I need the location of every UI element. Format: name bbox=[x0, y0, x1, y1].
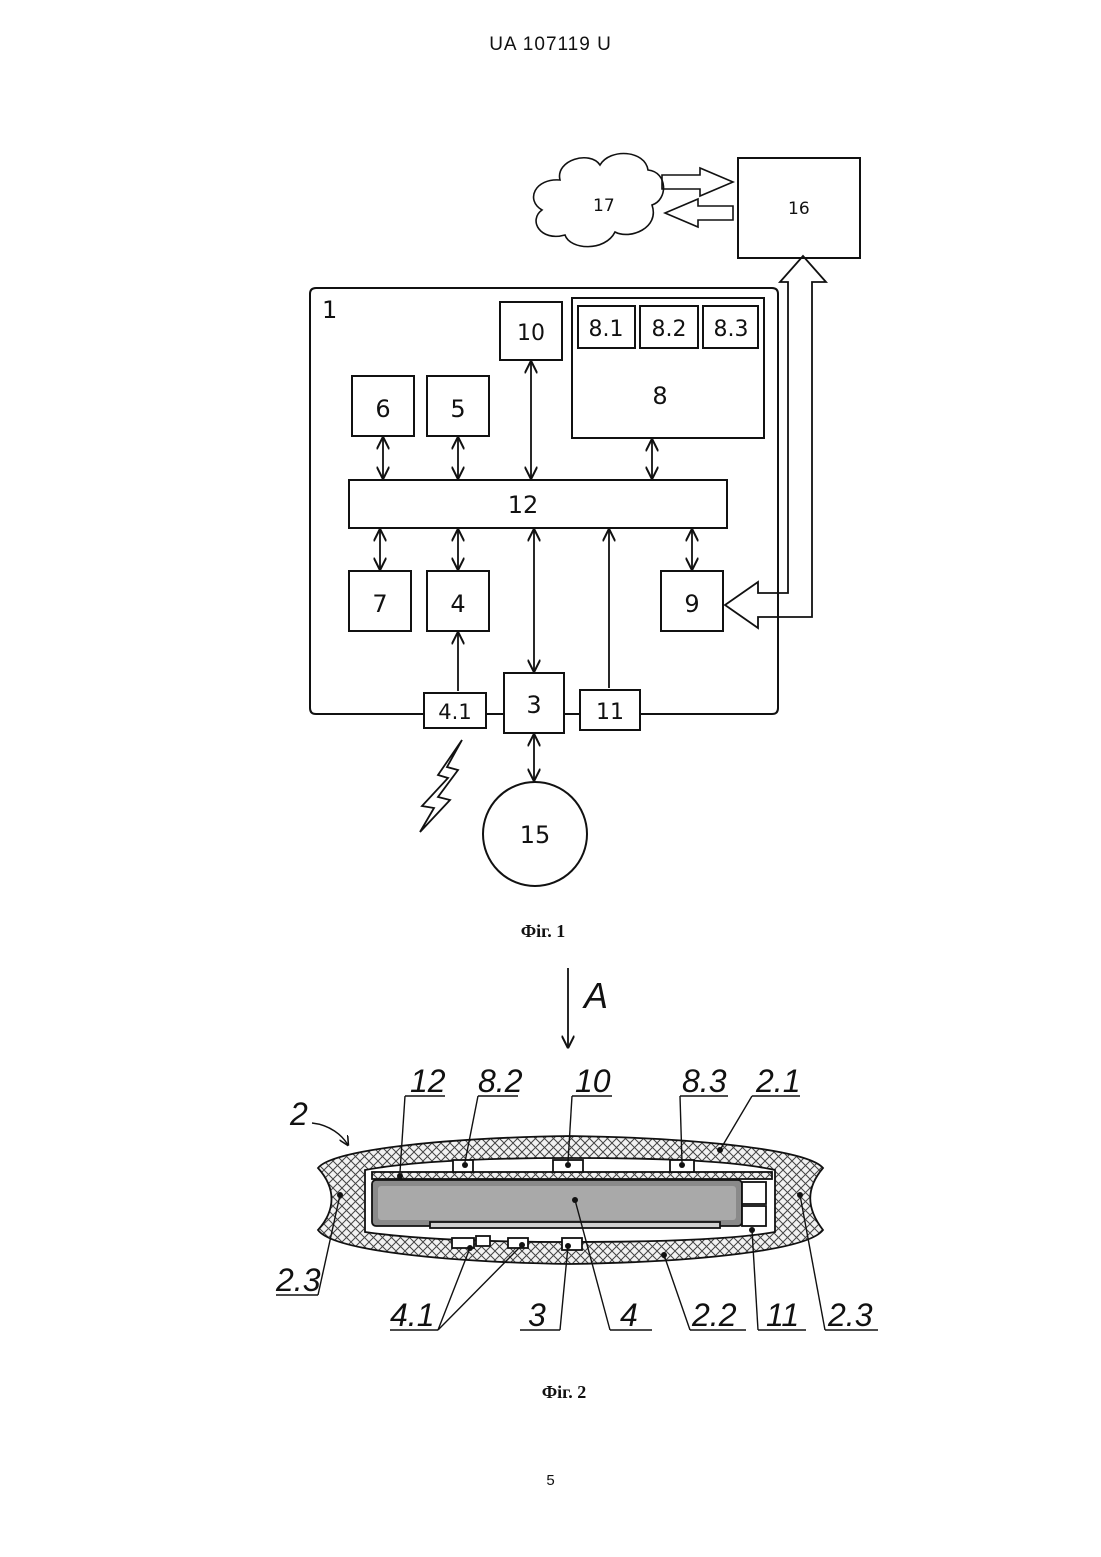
svg-text:11: 11 bbox=[596, 700, 624, 725]
label-3: 3 bbox=[528, 1297, 546, 1333]
svg-text:9: 9 bbox=[684, 590, 699, 618]
figure-2: A bbox=[276, 968, 878, 1330]
svg-text:10: 10 bbox=[517, 321, 545, 346]
lightning-icon bbox=[420, 740, 462, 832]
svg-text:4.1: 4.1 bbox=[438, 700, 471, 724]
board-12 bbox=[372, 1172, 772, 1179]
svg-text:12: 12 bbox=[508, 491, 539, 519]
label-2-3-left: 2.3 bbox=[275, 1262, 321, 1298]
device-frame-1 bbox=[310, 288, 778, 714]
label-2-1: 2.1 bbox=[755, 1063, 800, 1099]
pad-3 bbox=[562, 1238, 582, 1250]
page-number: 5 bbox=[0, 1472, 1101, 1489]
svg-text:8.1: 8.1 bbox=[589, 317, 624, 342]
label-8-3: 8.3 bbox=[682, 1063, 727, 1099]
arrow-to-server bbox=[662, 168, 733, 196]
figure-1-caption: Фіг. 1 bbox=[521, 921, 566, 941]
label-12: 12 bbox=[410, 1063, 446, 1099]
device-label: 1 bbox=[322, 296, 337, 324]
label-2: 2 bbox=[289, 1096, 308, 1132]
svg-text:15: 15 bbox=[520, 821, 551, 849]
server-label: 16 bbox=[788, 199, 810, 219]
figure-2-caption: Фіг. 2 bbox=[542, 1382, 587, 1402]
svg-text:8.3: 8.3 bbox=[714, 317, 749, 342]
link-9-16 bbox=[725, 256, 826, 628]
view-label: A bbox=[582, 975, 608, 1016]
block-11-part bbox=[742, 1182, 766, 1204]
lower-layer bbox=[430, 1222, 720, 1228]
svg-text:7: 7 bbox=[372, 590, 387, 618]
label-2-3-right: 2.3 bbox=[827, 1297, 873, 1333]
label-11: 11 bbox=[766, 1297, 799, 1333]
label-4: 4 bbox=[620, 1297, 638, 1333]
pad-4-1-b bbox=[508, 1238, 528, 1248]
arrow-to-cloud bbox=[665, 199, 733, 227]
label-8-2: 8.2 bbox=[478, 1063, 523, 1099]
cloud-label: 17 bbox=[593, 196, 615, 216]
svg-text:5: 5 bbox=[450, 395, 465, 423]
label-10: 10 bbox=[575, 1063, 611, 1099]
label-4-1: 4.1 bbox=[390, 1297, 434, 1333]
figure-1: 17 16 1 10 8.1 8.2 8.3 8 6 5 12 7 bbox=[310, 154, 860, 886]
svg-text:3: 3 bbox=[526, 691, 541, 719]
label-2-2: 2.2 bbox=[691, 1297, 737, 1333]
svg-text:8.2: 8.2 bbox=[652, 317, 687, 342]
svg-text:8: 8 bbox=[652, 382, 667, 410]
svg-text:6: 6 bbox=[375, 395, 390, 423]
svg-text:4: 4 bbox=[450, 590, 465, 618]
